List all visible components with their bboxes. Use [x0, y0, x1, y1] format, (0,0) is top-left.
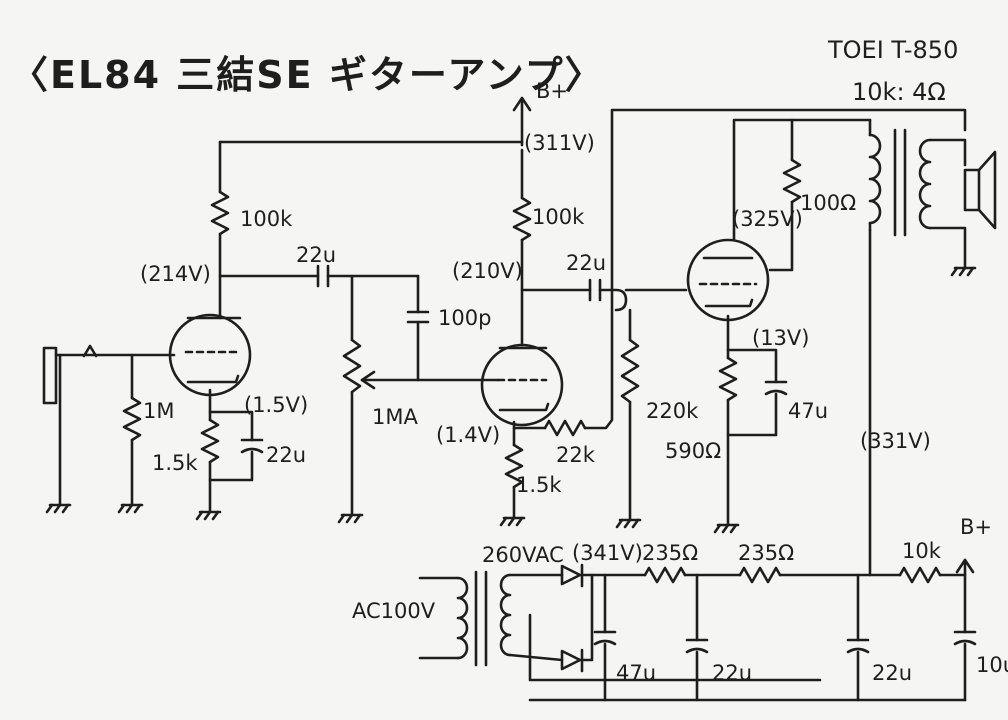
label-v-supply: (331V) — [860, 429, 931, 453]
label-c-filter1: 47u — [616, 661, 656, 685]
label-v-rect: (341V) — [572, 541, 643, 565]
rect-join-wire — [580, 573, 594, 662]
capacitor-bright — [406, 310, 430, 324]
bplus-bottom-label: B+ — [960, 515, 992, 539]
ot-secondary-coil — [918, 138, 932, 230]
label-c-cath1: 22u — [266, 443, 306, 467]
label-pot: 1MA — [372, 405, 418, 429]
schematic-title: 〈EL84 三結SE ギターアンプ〉 — [10, 53, 605, 97]
pt-secondary-coil — [499, 573, 512, 657]
label-v-plate2: (210V) — [452, 259, 523, 283]
resistor-cath2 — [504, 443, 524, 489]
resistor-grid1 — [122, 396, 142, 442]
capacitor-filter2 — [685, 638, 709, 654]
capacitor-couple2 — [588, 278, 602, 302]
label-r-filter2: 235Ω — [738, 541, 794, 565]
label-r-filter3: 10k — [902, 539, 942, 563]
bplus-bottom-arrow — [955, 558, 975, 574]
resistor-plate1 — [210, 190, 230, 236]
resistor-feedback — [543, 419, 587, 437]
resistor-screen — [782, 158, 802, 204]
label-r-screen: 100Ω — [800, 191, 856, 215]
capacitor-filter4 — [953, 630, 977, 646]
tube-v2-cathode — [498, 402, 550, 412]
resistor-filter1 — [643, 566, 687, 584]
screen-wire-b — [768, 200, 794, 272]
label-ac-input: AC100V — [352, 599, 436, 623]
rectifier-diode-2 — [560, 648, 584, 673]
pot-wiper-arrow — [360, 370, 376, 390]
bplus-top-voltage: (311V) — [524, 131, 595, 155]
speaker-icon — [963, 150, 997, 230]
couple2-crossover — [598, 288, 628, 312]
bplus-top-arrow — [512, 96, 532, 147]
label-r-cath3: 590Ω — [665, 439, 721, 463]
tube-el84-cathode — [704, 298, 754, 308]
cath3-cap-wire — [726, 348, 778, 384]
label-ac-secondary: 260VAC — [482, 543, 564, 567]
cath3-cap-wire-b — [726, 392, 778, 437]
cath1-cap-wire — [208, 410, 254, 442]
label-r-cath2: 1.5k — [516, 473, 562, 497]
label-c-filter3: 22u — [872, 661, 912, 685]
label-c-couple2: 22u — [566, 251, 606, 275]
label-v-cath2: (1.4V) — [436, 423, 500, 447]
label-r-plate2: 100k — [532, 205, 585, 229]
tube-v2 — [480, 343, 564, 427]
capacitor-filter3 — [846, 638, 870, 654]
label-r-cath1: 1.5k — [152, 451, 198, 475]
fb-wire-b — [583, 108, 967, 430]
bplus-top-label: B+ — [536, 79, 568, 103]
capacitor-cath3 — [764, 380, 788, 396]
impedance-note: 10k: 4Ω — [852, 78, 946, 106]
label-c-cath3: 47u — [788, 399, 828, 423]
ot-secondary-top — [928, 138, 967, 167]
label-r-fb: 22k — [556, 443, 596, 467]
resistor-cath3 — [718, 356, 738, 402]
capacitor-filter1 — [593, 630, 617, 646]
pt-center-tap-wire — [528, 613, 822, 682]
pt-primary-coil — [456, 576, 469, 660]
rectifier-diode-1 — [560, 563, 584, 588]
cath1-cap-wire-b — [208, 450, 254, 482]
label-c-filter4: 10u — [976, 653, 1008, 677]
label-c-filter2: 22u — [712, 661, 752, 685]
tube-el84 — [686, 238, 770, 322]
output-transformer-note: TOEI T-850 — [827, 36, 958, 64]
volume-pot — [342, 338, 362, 394]
label-r-grid1: 1M — [143, 399, 174, 423]
label-c-couple1: 22u — [296, 243, 336, 267]
resistor-filter2 — [738, 566, 782, 584]
tube-v1-cathode — [186, 374, 240, 384]
capacitor-cath1 — [240, 438, 264, 454]
pt-sec-bottom-wire — [508, 653, 564, 662]
input-jack — [42, 344, 176, 507]
label-r-grid3: 220k — [646, 399, 699, 423]
label-r-filter1: 235Ω — [642, 541, 698, 565]
resistor-filter3 — [898, 566, 942, 584]
label-v-cath3: (13V) — [752, 326, 809, 350]
el84-plate-wire — [732, 118, 872, 242]
capacitor-couple1 — [316, 264, 330, 288]
resistor-grid3 — [620, 338, 640, 404]
label-c-bright: 100p — [438, 306, 491, 330]
label-v-cath1: (1.5V) — [244, 393, 308, 417]
ot-primary-coil — [868, 133, 882, 225]
ot-secondary-bottom — [928, 226, 967, 270]
label-r-plate1: 100k — [240, 207, 293, 231]
label-v-plate1: (214V) — [140, 262, 211, 286]
resistor-cath1 — [200, 418, 220, 464]
resistor-plate2 — [512, 196, 532, 242]
